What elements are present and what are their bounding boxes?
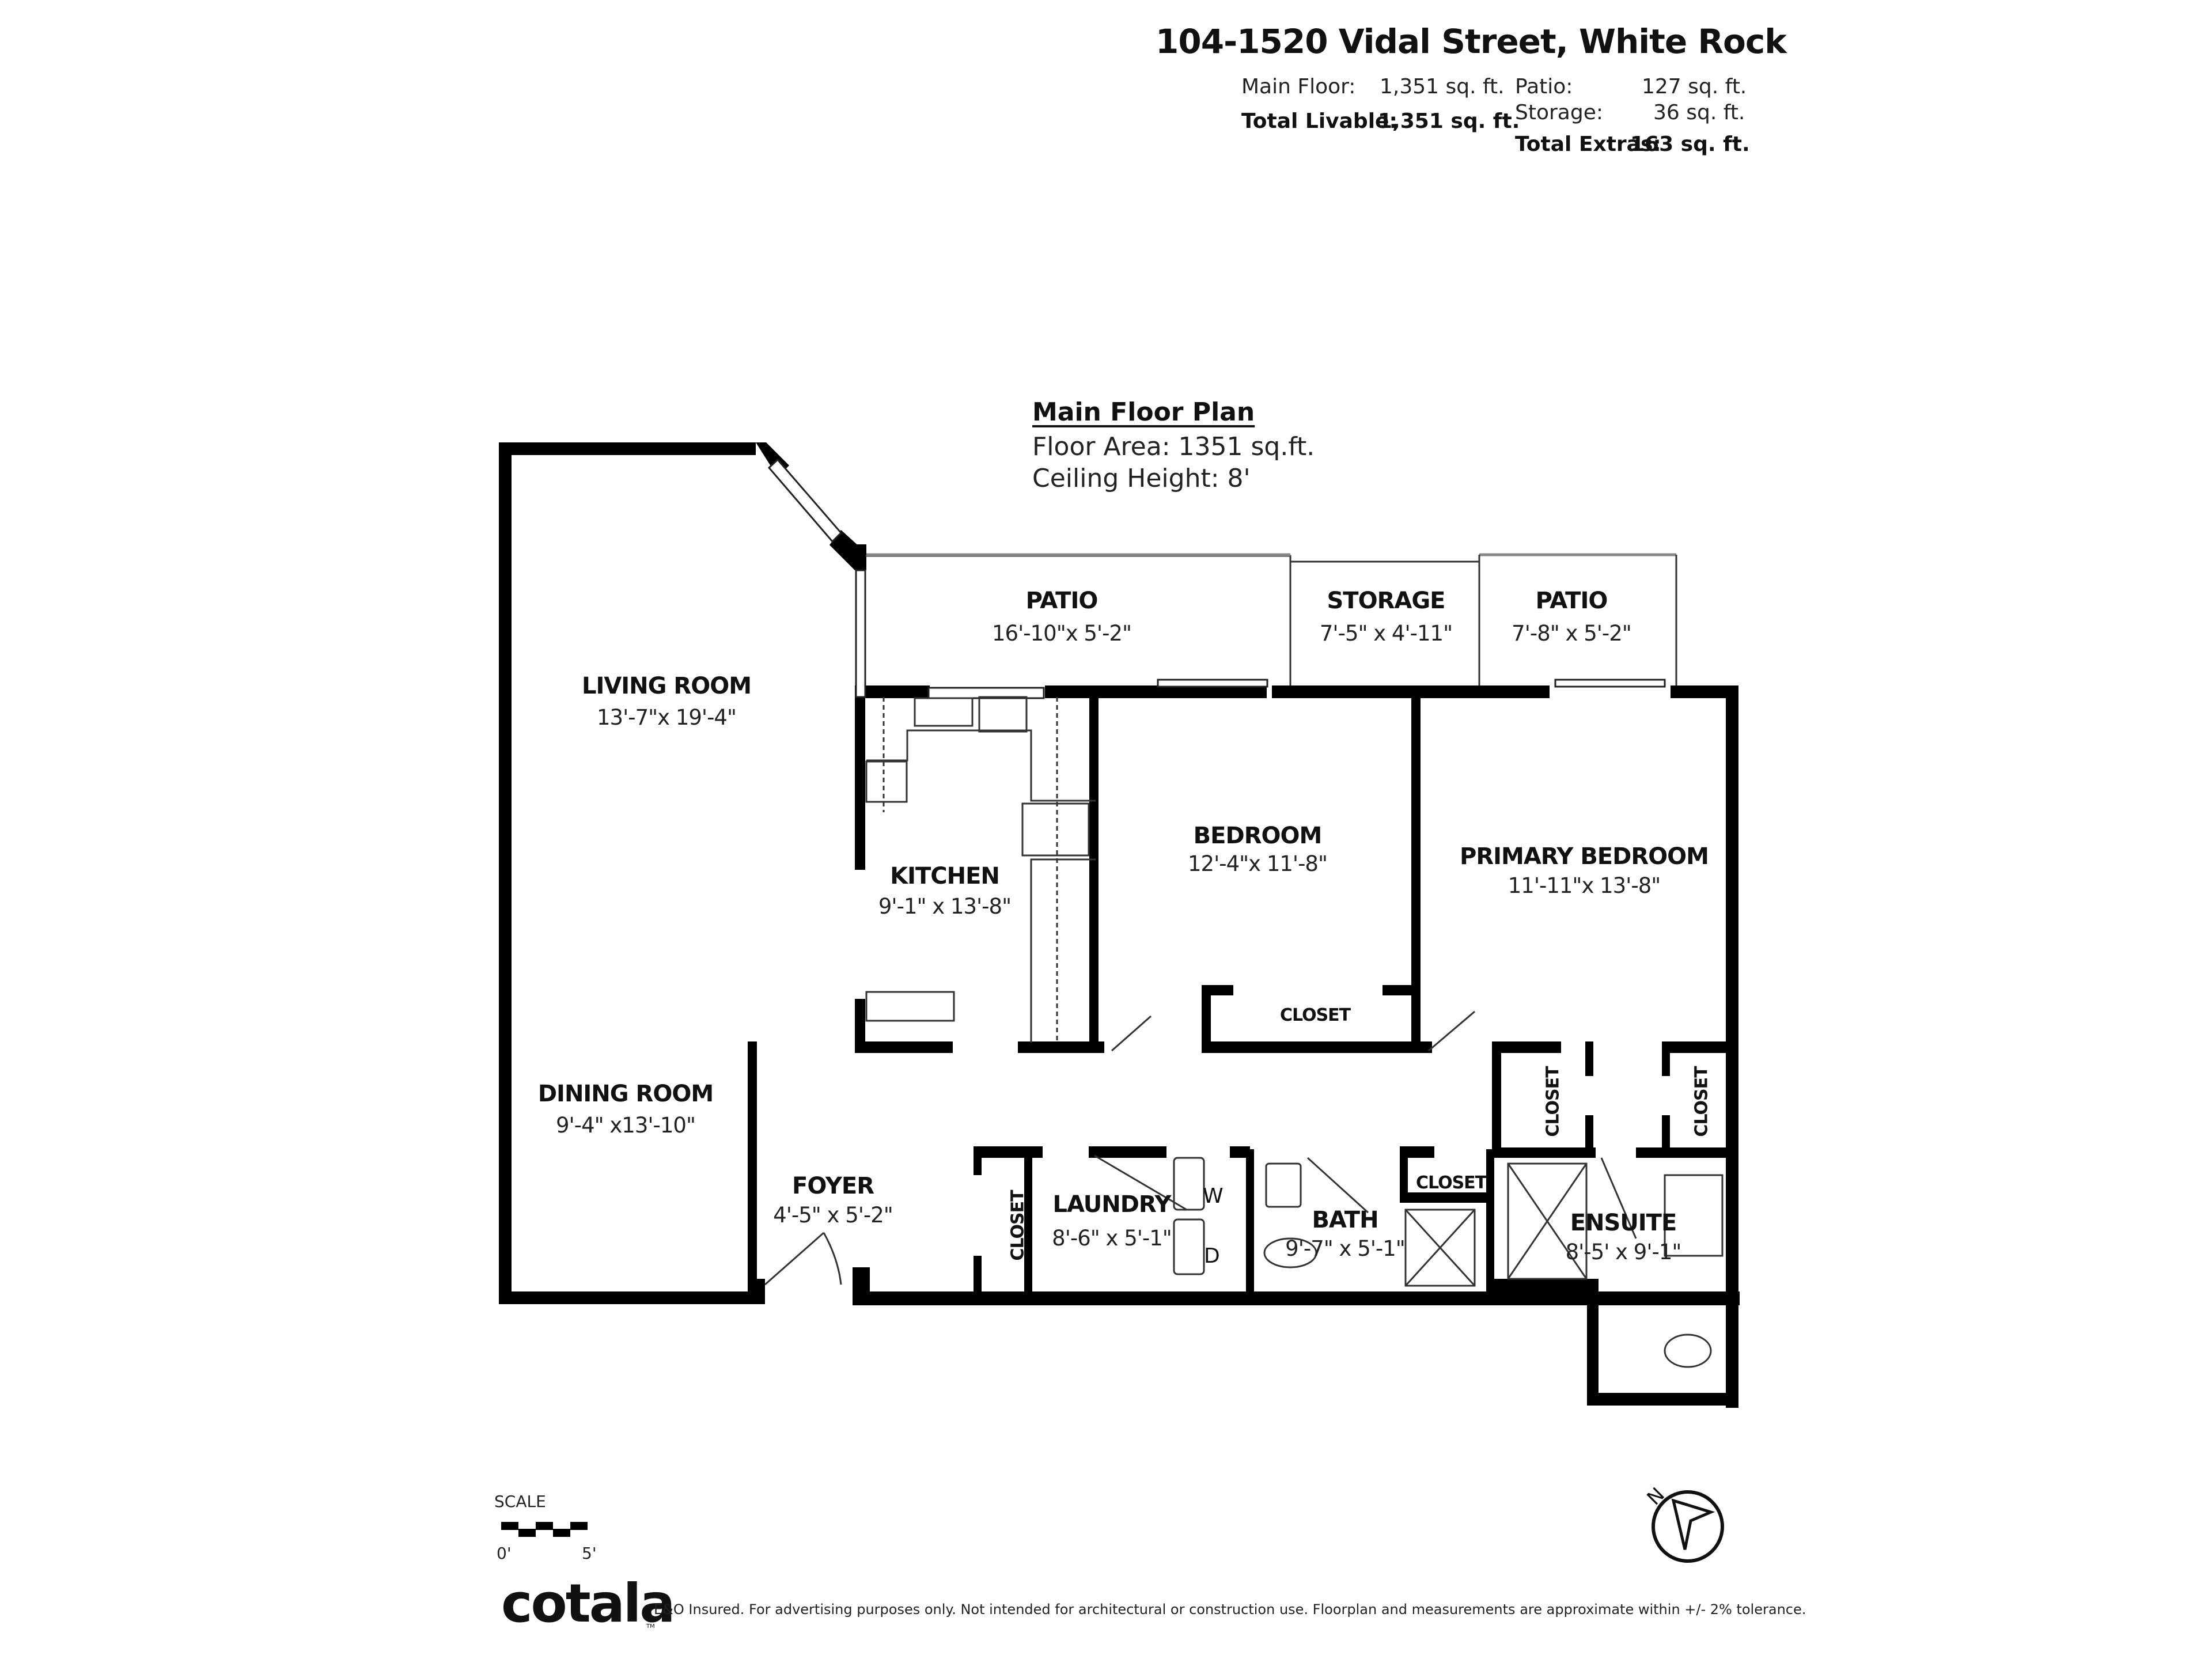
- washer-dryer: [1173, 1157, 1205, 1275]
- room-dims-bedroom: 12'-4"x 11'-8": [1188, 851, 1328, 876]
- room-dims-dining-room: 9'-4" x13'-10": [556, 1113, 696, 1138]
- room-dims-foyer: 4'-5" x 5'-2": [773, 1203, 893, 1228]
- closet-label-foyer: CLOSET: [1007, 1190, 1028, 1261]
- property-address: 104-1520 Vidal Street, White Rock: [1156, 22, 1787, 61]
- room-name-primary-bedroom: PRIMARY BEDROOM: [1460, 843, 1709, 870]
- scale-start: 0': [497, 1544, 512, 1563]
- main-floor-label: Main Floor:: [1241, 75, 1356, 99]
- doors: [764, 1010, 1637, 1286]
- room-dims-ensuite: 8'-5' x 9'-1": [1565, 1240, 1682, 1264]
- walls: [499, 442, 1740, 1408]
- closet-label-bath: CLOSET: [1416, 1173, 1487, 1193]
- total-extras-value: 163 sq. ft.: [1630, 132, 1750, 156]
- room-name-living-room: LIVING ROOM: [581, 673, 752, 699]
- room-dims-patio-right: 7'-8" x 5'-2": [1512, 621, 1632, 646]
- north-arrow-icon: [1652, 1490, 1724, 1563]
- ceiling-height: Ceiling Height: 8': [1032, 464, 1251, 493]
- patio-label: Patio:: [1515, 75, 1573, 99]
- bath-fixtures: [1263, 1162, 1724, 1368]
- room-name-patio-right: PATIO: [1535, 588, 1608, 614]
- room-name-patio-left: PATIO: [1025, 588, 1099, 614]
- main-floor-value: 1,351 sq. ft.: [1380, 75, 1505, 99]
- cotala-logo: cotala: [501, 1573, 675, 1634]
- room-dims-storage: 7'-5" x 4'-11": [1319, 621, 1453, 646]
- patio-value: 127 sq. ft.: [1642, 75, 1747, 99]
- scale-bar: [501, 1522, 588, 1537]
- total-livable-value: 1,351 sq. ft.: [1378, 109, 1520, 133]
- room-dims-primary-bedroom: 11'-11"x 13'-8": [1508, 873, 1661, 898]
- room-name-bath: BATH: [1312, 1207, 1378, 1233]
- patio-outlines: [865, 553, 1677, 685]
- plan-title: Main Floor Plan: [1032, 397, 1255, 427]
- room-dims-bath: 9'-7" x 5'-1": [1285, 1236, 1406, 1261]
- closet-label-bedroom: CLOSET: [1280, 1005, 1351, 1025]
- room-dims-living-room: 13'-7"x 19'-4": [597, 705, 737, 730]
- closet-label-primary-left: CLOSET: [1543, 1066, 1563, 1137]
- disclaimer: E&O Insured. For advertising purposes on…: [654, 1601, 1806, 1618]
- room-dims-kitchen: 9'-1" x 13'-8": [878, 894, 1012, 919]
- storage-value: 36 sq. ft.: [1653, 101, 1745, 124]
- floor-area: Floor Area: 1351 sq.ft.: [1032, 432, 1315, 461]
- room-name-dining-room: DINING ROOM: [537, 1081, 714, 1107]
- room-dims-laundry: 8'-6" x 5'-1": [1052, 1226, 1172, 1251]
- room-dims-patio-left: 16'-10"x 5'-2": [992, 621, 1132, 646]
- total-livable-label: Total Livable:: [1241, 109, 1397, 133]
- room-name-ensuite: ENSUITE: [1570, 1210, 1677, 1236]
- windows: [767, 458, 1666, 699]
- room-name-bedroom: BEDROOM: [1193, 823, 1323, 849]
- room-name-laundry: LAUNDRY: [1052, 1191, 1172, 1218]
- total-extras-label: Total Extras:: [1515, 132, 1661, 156]
- room-name-storage: STORAGE: [1327, 588, 1445, 614]
- scale-end: 5': [582, 1544, 597, 1563]
- room-name-foyer: FOYER: [792, 1173, 874, 1199]
- closet-label-primary-right: CLOSET: [1691, 1066, 1712, 1137]
- logo-trademark: TM: [646, 1623, 655, 1630]
- kitchen-fixtures: [865, 696, 1096, 1043]
- scale-label: SCALE: [494, 1492, 546, 1511]
- room-name-kitchen: KITCHEN: [890, 863, 1000, 889]
- washer-label: W: [1203, 1184, 1224, 1208]
- dryer-label: D: [1204, 1244, 1220, 1268]
- storage-label: Storage:: [1515, 101, 1603, 124]
